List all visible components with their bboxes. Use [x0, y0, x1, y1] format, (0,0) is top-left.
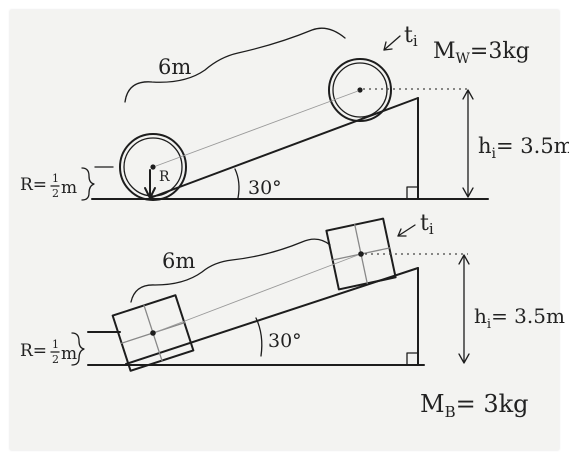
top-wheel-top-center	[357, 87, 363, 93]
bottom-height-arrowhead-down	[458, 353, 470, 364]
top-radius-frac-den: 2	[52, 187, 59, 200]
bottom-distance-label: 6m	[162, 249, 195, 273]
top-ramp-incline	[149, 97, 419, 199]
top-height-arrowhead-down	[462, 187, 474, 198]
top-right-angle-mark	[406, 186, 419, 199]
bottom-center-path	[155, 254, 359, 333]
bottom-radius-frac-den: 2	[52, 353, 59, 366]
top-radius-unit: m	[61, 178, 77, 198]
bottom-ramp-incline	[125, 267, 419, 365]
top-wheel-bottom-center	[150, 164, 156, 170]
bottom-right-angle-mark	[406, 352, 419, 365]
bottom-height-arrowhead-up	[458, 254, 470, 265]
top-radius-frac-num: 1	[52, 172, 59, 185]
top-angle-arc	[234, 168, 240, 199]
top-center-path	[155, 90, 359, 167]
top-time-arrow	[383, 35, 401, 51]
bottom-radius-unit: m	[61, 344, 77, 364]
paper-sheet	[10, 10, 559, 450]
bottom-block-lower-center	[150, 330, 156, 336]
top-height-arrowhead-up	[462, 89, 474, 100]
bottom-radius-label: R=	[20, 341, 47, 361]
bottom-distance-brace	[130, 238, 331, 303]
top-radius-arrowhead	[144, 187, 156, 199]
bottom-block-upper-center	[358, 251, 364, 257]
bottom-radius-frac-num: 1	[52, 338, 59, 351]
top-radius-label: R=	[20, 175, 47, 195]
bottom-mass-label: MB= 3kg	[420, 390, 529, 421]
top-wheel-top	[328, 58, 392, 122]
top-radius-brace	[81, 167, 95, 201]
top-wheel-bottom-inner	[123, 137, 183, 197]
bottom-radius-brace	[71, 332, 85, 366]
top-wheel-top-inner	[332, 62, 388, 118]
bottom-height-label: hi= 3.5m	[474, 304, 565, 332]
top-radius-arrow-label: R	[159, 169, 170, 185]
top-time-arrowhead	[383, 41, 393, 51]
bottom-time-arrowhead	[397, 228, 407, 237]
top-wheel-bottom	[119, 133, 187, 201]
bottom-angle-arc	[255, 317, 263, 357]
bottom-time-label: ti	[420, 211, 434, 238]
top-time-label: ti	[404, 23, 418, 50]
top-distance-label: 6m	[158, 55, 191, 79]
bottom-figure: 30° hi= 3.5m	[20, 211, 565, 421]
top-distance-brace	[124, 27, 346, 103]
bottom-angle-label: 30°	[268, 330, 302, 352]
bottom-time-arrow	[397, 224, 416, 237]
top-angle-label: 30°	[248, 177, 282, 199]
top-mass-label: MW=3kg	[433, 39, 530, 67]
top-height-label: hi= 3.5m	[478, 134, 569, 162]
top-figure: 30° R hi= 3.5m	[20, 23, 569, 201]
